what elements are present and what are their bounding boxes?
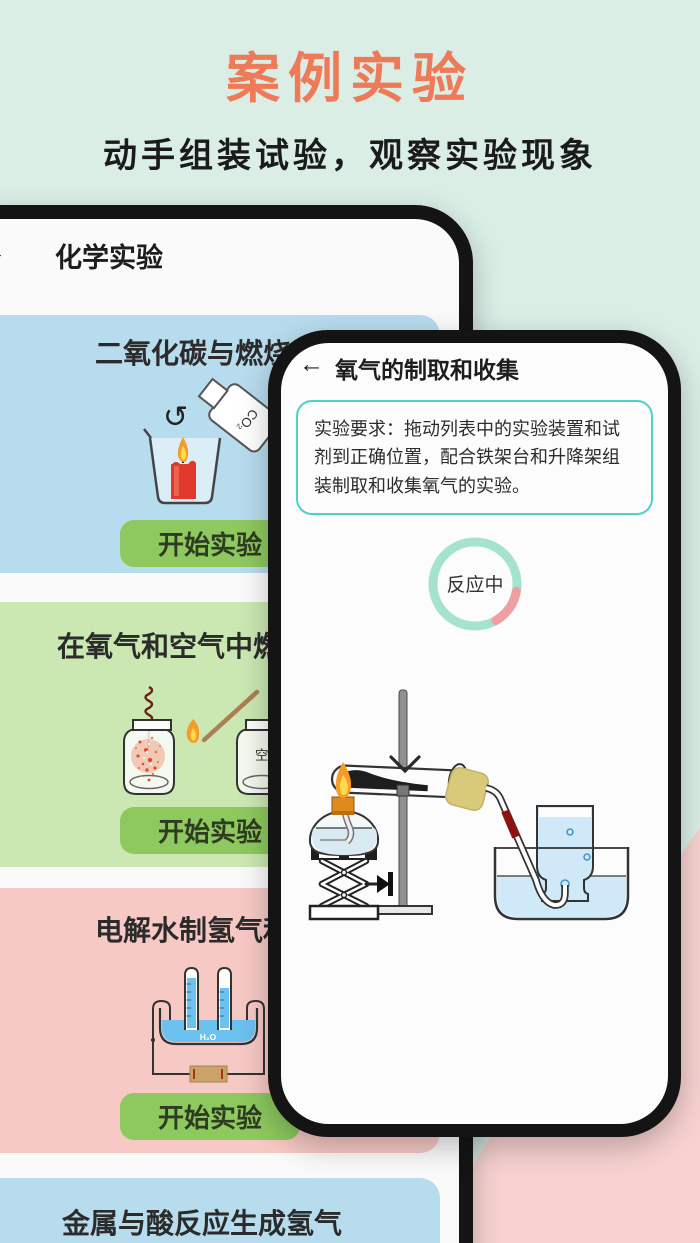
- match-stick: [201, 689, 260, 743]
- page-title: 案例实验: [226, 49, 474, 109]
- card-title: 金属与酸反应生成氢气: [61, 1208, 342, 1239]
- left-phone-header-title: 化学实验: [55, 243, 163, 273]
- rubber-connector: [501, 809, 520, 839]
- wire-left: [152, 999, 190, 1075]
- iron-stand-pole: [398, 689, 408, 909]
- page-subtitle: 动手组装试验，观察实验现象: [103, 137, 597, 175]
- trough-outline: [158, 1008, 259, 1046]
- experiment-requirements-text: 实验要求：拖动列表中的实验装置和试剂到正确位置，配合铁架台和升降架组装制取和收集…: [314, 419, 620, 496]
- card-title: 在氧气和空气中燃烧: [57, 631, 310, 662]
- iron-stand-base: [373, 905, 433, 915]
- right-phone-header-title: 氧气的制取和收集: [335, 357, 519, 383]
- start-experiment-button[interactable]: 开始实验: [120, 1093, 300, 1140]
- rotate-icon: ↺: [163, 401, 188, 434]
- oxygen-apparatus-illustration: [308, 689, 630, 921]
- right-phone-screen: ← 氧气的制取和收集 实验要求：拖动列表中的实验装置和试剂到正确位置，配合铁架台…: [281, 343, 668, 1124]
- experiment-card-metal-acid[interactable]: 金属与酸反应生成氢气: [0, 1178, 440, 1243]
- alcohol-lamp-icon: [308, 795, 380, 857]
- collection-bottle: [536, 805, 594, 902]
- back-arrow-icon[interactable]: ←: [0, 238, 6, 264]
- progress-label: 反应中: [446, 574, 503, 596]
- progress-segment: [491, 586, 521, 625]
- wire-right: [227, 999, 265, 1075]
- card-title: 电解水制氢气和: [95, 915, 292, 946]
- reaction-progress-ring: 反应中: [428, 537, 522, 631]
- electrolysis-illustration: H₂O: [151, 966, 265, 1083]
- water-label: H₂O: [200, 1032, 217, 1042]
- card-title: 二氧化碳与燃烧: [95, 338, 292, 369]
- sparks: [136, 740, 157, 782]
- back-arrow-icon[interactable]: ←: [299, 350, 324, 378]
- rubber-stopper: [445, 767, 489, 811]
- experiment-requirements-box: 实验要求：拖动列表中的实验装置和试剂到正确位置，配合铁架台和升降架组装制取和收集…: [296, 400, 653, 515]
- spark-cloud: [131, 739, 165, 773]
- right-phone: ← 氧气的制取和收集 实验要求：拖动列表中的实验装置和试剂到正确位置，配合铁架台…: [268, 330, 681, 1137]
- clamp: [389, 755, 421, 774]
- battery: [189, 1065, 228, 1083]
- beaker-spout: [143, 428, 152, 439]
- water-trough: [493, 847, 630, 921]
- jack-knob: [377, 875, 390, 893]
